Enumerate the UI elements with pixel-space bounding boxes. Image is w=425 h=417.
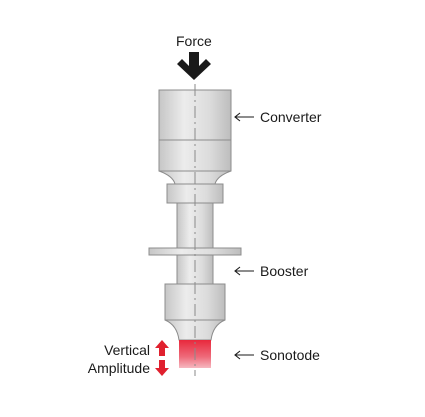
force-arrow-icon [177,52,211,80]
sonotode-pointer-icon [234,350,254,360]
force-label: Force [176,33,212,49]
booster-label: Booster [260,263,309,279]
converter-label: Converter [260,109,322,125]
converter-pointer-icon [234,112,254,122]
amplitude-down-arrow-icon [155,360,169,376]
sonotode-label: Sonotode [260,347,320,363]
booster-pointer-icon [234,266,254,276]
vertical-amplitude-label-line2: Amplitude [87,360,150,376]
amplitude-up-arrow-icon [155,340,169,356]
vertical-amplitude-label-line1: Vertical [104,342,150,358]
